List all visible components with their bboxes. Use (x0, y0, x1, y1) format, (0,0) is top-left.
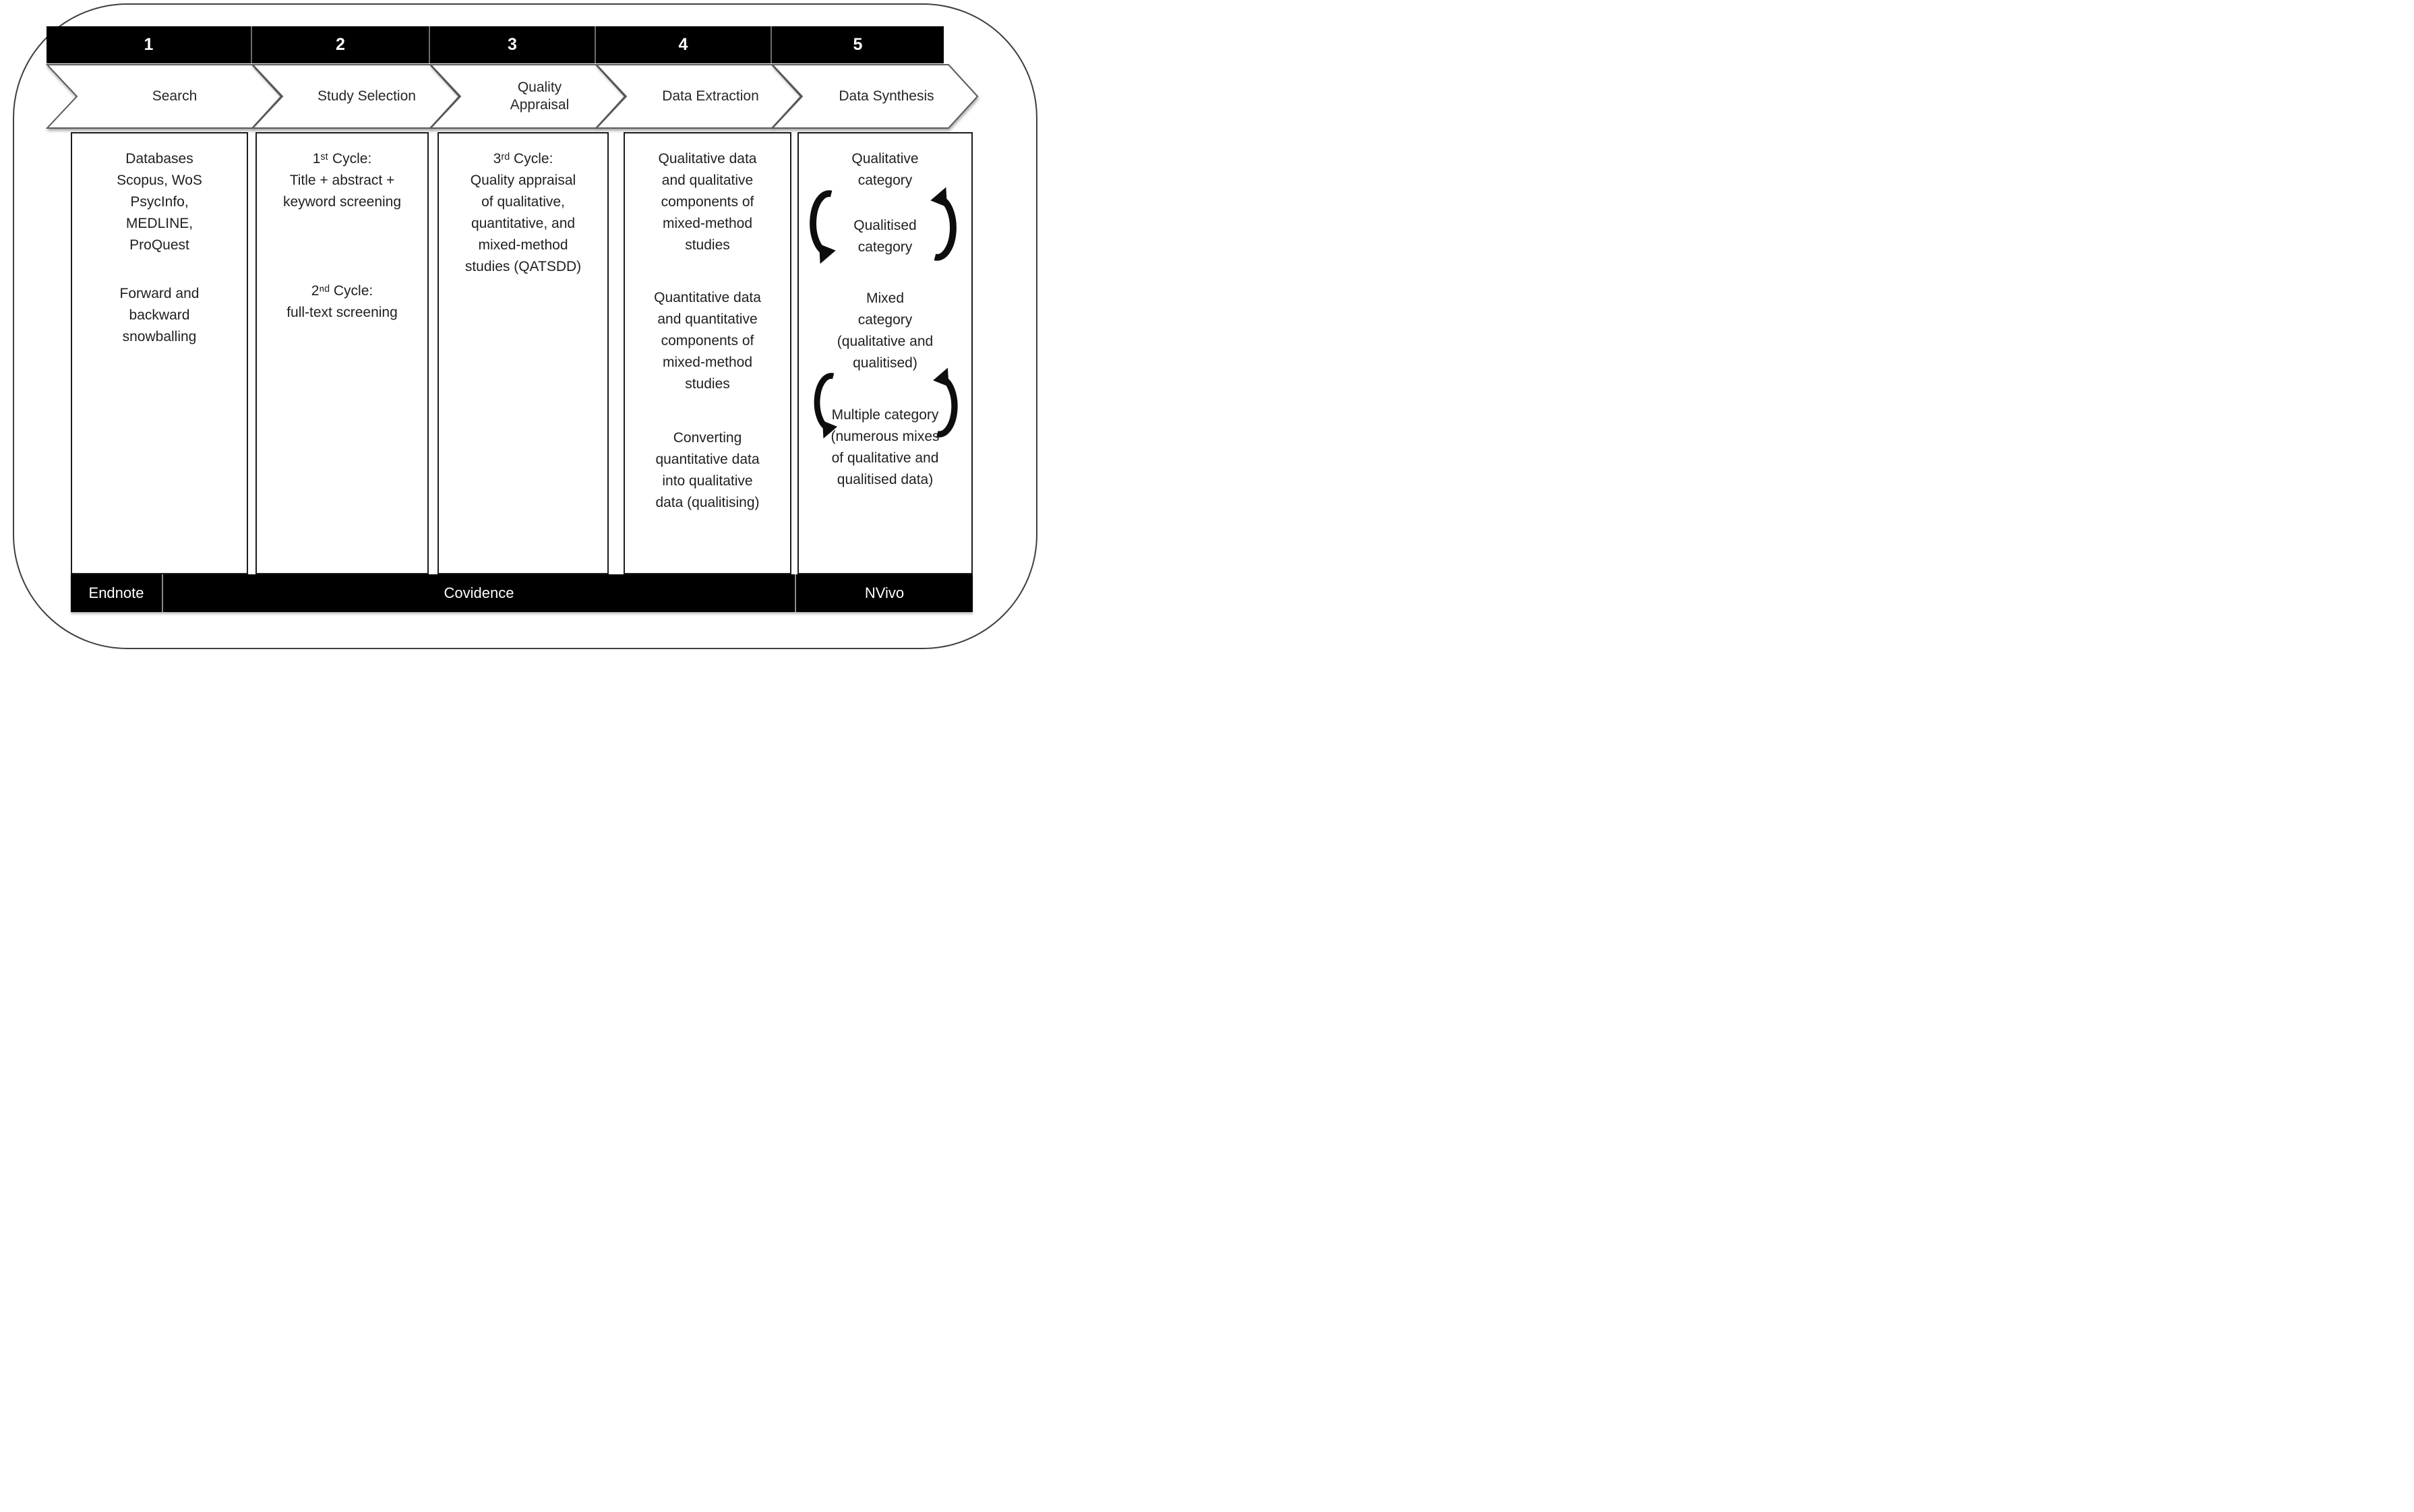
step-number-4: 4 (596, 26, 772, 63)
search-databases-text: Databases Scopus, WoS PsycInfo, MEDLINE,… (117, 151, 202, 253)
qualitative-data-text: Qualitative data and qualitative compone… (658, 151, 757, 253)
first-cycle-text: 1ˢᵗ Cycle: Title + abstract + keyword sc… (282, 151, 402, 210)
second-cycle-text: 2ⁿᵈ Cycle: full-text screening (286, 283, 398, 320)
outer-rounded-frame (13, 3, 1037, 649)
step-numbers-bar: 1 2 3 4 5 (47, 26, 944, 63)
chevron-arrow-study-selection (251, 64, 460, 129)
qualitising-text: Converting quantitative data into qualit… (655, 430, 760, 510)
tool-covidence-label: Covidence (163, 574, 796, 612)
step-number-5: 5 (853, 35, 863, 54)
step-number-2: 2 (252, 26, 430, 63)
cycle-arrow-left-icon (810, 190, 836, 264)
chevron-arrow-search (45, 64, 282, 129)
multiple-category-text: Multiple category (numerous mixes of qua… (831, 407, 940, 487)
column-data-synthesis: Qualitative category Qualitised category… (797, 132, 973, 574)
column-data-extraction: Qualitative data and qualitative compone… (624, 132, 791, 574)
quantitative-data-text: Quantitative data and quantitative compo… (654, 290, 761, 392)
review-process-diagram: 1 2 3 4 5 Search Study Selection Quality… (0, 0, 1042, 653)
qualitative-category-text: Qualitative category (851, 151, 919, 188)
cycle-arrow-left-icon (814, 373, 838, 439)
column-quality-appraisal: 3ʳᵈ Cycle: Quality appraisal of qualitat… (437, 132, 609, 574)
tool-nvivo-label: NVivo (864, 584, 905, 601)
search-snowballing-text: Forward and backward snowballing (119, 286, 200, 344)
qualitised-category-text: Qualitised category (853, 218, 917, 255)
cycle-arrow-right-icon (930, 187, 957, 261)
column-study-selection: 1ˢᵗ Cycle: Title + abstract + keyword sc… (255, 132, 429, 574)
cycle-arrow-right-icon (933, 367, 958, 437)
chevron-arrow-data-synthesis (771, 64, 979, 129)
column-search: Databases Scopus, WoS PsycInfo, MEDLINE,… (71, 132, 248, 574)
software-tools-bar: Endnote Covidence NVivo (71, 574, 973, 612)
mixed-category-text: Mixed category (qualitative and qualitis… (837, 291, 934, 371)
third-cycle-text: 3ʳᵈ Cycle: Quality appraisal of qualitat… (464, 151, 582, 274)
step-number-3: 3 (430, 26, 596, 63)
tool-endnote-label: Endnote (71, 574, 163, 612)
chevron-arrow-data-extraction (595, 64, 802, 129)
step-number-1: 1 (47, 26, 252, 63)
